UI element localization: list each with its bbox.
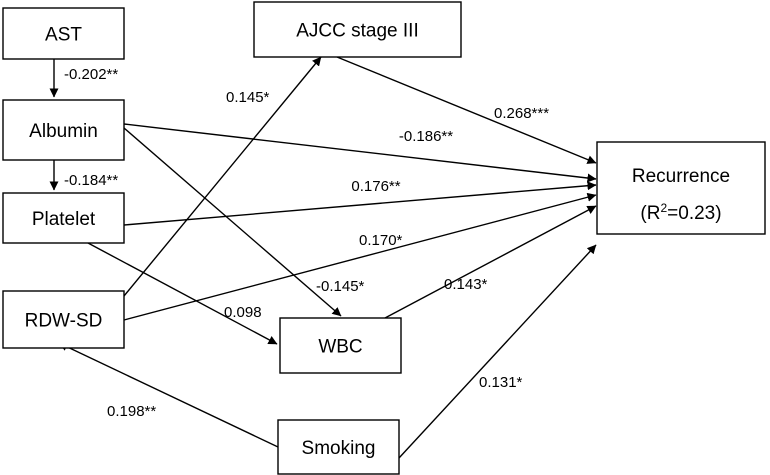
node-label-albumin: Albumin xyxy=(29,121,98,142)
node-box-ast xyxy=(2,7,125,60)
edge-label-albumin-to-platelet: -0.184** xyxy=(64,172,118,189)
edge-label-platelet-to-wbc: 0.098 xyxy=(224,304,262,321)
node-box-smoking xyxy=(277,419,400,475)
node-label-wbc: WBC xyxy=(318,337,362,358)
node-rdw: RDW-SD xyxy=(2,290,125,349)
edge-albumin-to-recurrence xyxy=(123,123,597,183)
node-label-recurrence: Recurrence xyxy=(632,166,730,187)
edge-smoking-to-recurrence xyxy=(398,244,597,459)
edge-label-wbc-to-recurrence: 0.143* xyxy=(444,276,488,293)
edge-rdw-to-recurrence xyxy=(123,192,597,321)
r-squared-label: (R2=0.23) xyxy=(640,201,721,224)
node-smoking: Smoking xyxy=(277,419,400,475)
edge-platelet-to-wbc xyxy=(87,242,278,345)
edge-wbc-to-recurrence xyxy=(384,205,597,319)
edge-label-albumin-to-recurrence: -0.186** xyxy=(399,128,453,145)
edge-label-smoking-to-rdw: 0.198** xyxy=(107,403,156,420)
edges-layer xyxy=(49,56,597,459)
r-squared-superscript: 2 xyxy=(660,201,667,215)
edge-label-albumin-to-wbc: -0.145* xyxy=(316,278,365,295)
edge-label-smoking-to-recurrence: 0.131* xyxy=(479,374,523,391)
node-label-platelet: Platelet xyxy=(32,209,96,230)
node-box-albumin xyxy=(2,99,125,161)
edge-label-ast-to-albumin: -0.202** xyxy=(64,66,118,83)
edge-rdw-to-ajcc xyxy=(123,56,322,297)
node-label-rdw: RDW-SD xyxy=(25,311,103,332)
node-wbc: WBC xyxy=(279,317,402,374)
edge-labels-layer: -0.202** -0.184** 0.145* 0.268*** -0.186** 0.… xyxy=(64,66,549,420)
edge-albumin-to-wbc xyxy=(123,127,342,317)
node-label-ajcc: AJCC stage III xyxy=(296,21,419,42)
edge-label-ajcc-to-recurrence: 0.268*** xyxy=(494,105,549,122)
edge-label-platelet-to-recurrence: 0.176** xyxy=(351,178,400,195)
node-ajcc: AJCC stage III xyxy=(253,1,462,58)
node-ast: AST xyxy=(2,7,125,60)
node-label-ast: AST xyxy=(45,25,82,46)
node-box-rdw xyxy=(2,290,125,349)
edge-label-rdw-to-recurrence: 0.170* xyxy=(359,232,403,249)
node-box-wbc xyxy=(279,317,402,374)
node-platelet: Platelet xyxy=(2,192,125,244)
r-squared-value: =0.23) xyxy=(667,203,721,224)
node-box-ajcc xyxy=(253,1,462,58)
edge-ajcc-to-recurrence xyxy=(336,56,597,164)
edge-platelet-to-recurrence xyxy=(123,181,597,226)
edge-label-rdw-to-ajcc: 0.145* xyxy=(226,89,270,106)
edge-smoking-to-rdw xyxy=(58,342,279,448)
node-box-platelet xyxy=(2,192,125,244)
r-squared-prefix: (R xyxy=(640,203,660,224)
node-albumin: Albumin xyxy=(2,99,125,161)
node-box-recurrence xyxy=(596,141,766,235)
node-recurrence: Recurrence (R2=0.23) xyxy=(596,141,766,235)
node-label-smoking: Smoking xyxy=(302,438,376,459)
